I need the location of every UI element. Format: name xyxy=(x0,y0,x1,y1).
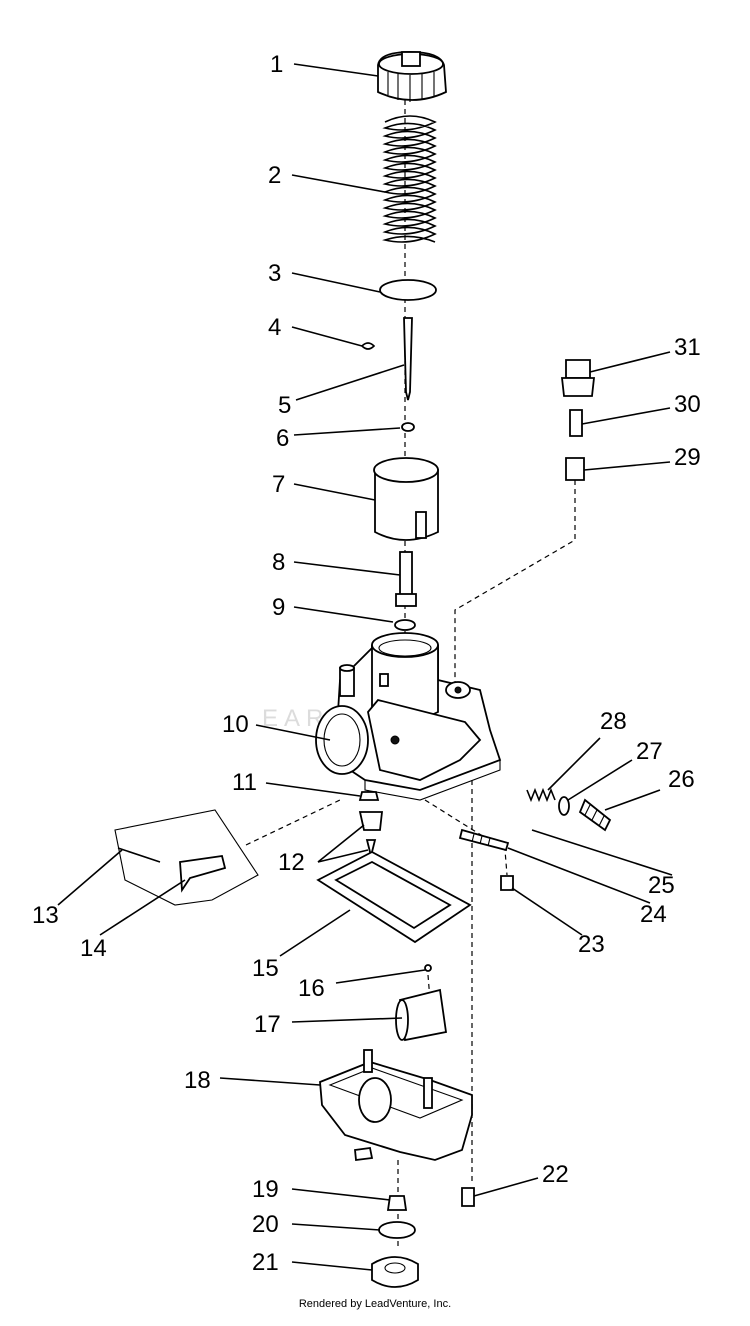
part-9-o-ring xyxy=(394,619,416,631)
part-28-spring xyxy=(526,787,556,803)
part-8-stud xyxy=(395,551,417,607)
callout-30: 30 xyxy=(674,391,701,418)
callout-28: 28 xyxy=(600,708,627,735)
part-30-adjuster xyxy=(569,409,583,437)
callout-13: 13 xyxy=(32,902,59,929)
part-26-idle-screw xyxy=(578,798,612,832)
part-24-25-pilot-screw xyxy=(458,828,510,852)
callout-23: 23 xyxy=(578,931,605,958)
part-22-screw xyxy=(461,1187,475,1207)
part-10-carburetor-body xyxy=(315,632,502,801)
part-29-cap xyxy=(565,457,585,481)
part-3-plate xyxy=(379,279,437,301)
part-11-jet xyxy=(358,791,380,801)
callout-9: 9 xyxy=(272,594,285,621)
callout-5: 5 xyxy=(278,392,291,419)
part-12-needle-valve xyxy=(358,811,384,857)
footer-credit: Rendered by LeadVenture, Inc. xyxy=(298,1298,452,1310)
part-4-clip xyxy=(361,342,376,350)
callout-26: 26 xyxy=(668,766,695,793)
callout-7: 7 xyxy=(272,471,285,498)
part-2-spring xyxy=(382,115,437,243)
callout-16: 16 xyxy=(298,975,325,1002)
part-17-float xyxy=(395,988,448,1042)
callout-labels: 1 2 3 4 5 6 7 8 9 10 11 12 13 14 15 16 1… xyxy=(32,51,701,1276)
callout-17: 17 xyxy=(254,1011,281,1038)
callout-18: 18 xyxy=(184,1067,211,1094)
part-21-drain-plug xyxy=(371,1256,419,1288)
callout-1: 1 xyxy=(270,51,283,78)
part-19-drain-screw xyxy=(386,1195,408,1211)
leader-lines xyxy=(57,63,673,1271)
callout-3: 3 xyxy=(268,260,281,287)
callout-2: 2 xyxy=(268,162,281,189)
callout-14: 14 xyxy=(80,935,107,962)
part-5-needle xyxy=(403,317,413,401)
callout-6: 6 xyxy=(276,425,289,452)
callout-25: 25 xyxy=(648,872,675,899)
part-31-nut xyxy=(560,359,596,397)
part-1-cap xyxy=(377,51,447,102)
callout-22: 22 xyxy=(542,1161,569,1188)
part-18-float-bowl xyxy=(319,1049,473,1162)
callout-20: 20 xyxy=(252,1211,279,1238)
part-27-washer xyxy=(558,796,570,816)
callout-11: 11 xyxy=(232,769,257,796)
callout-21: 21 xyxy=(252,1249,279,1276)
callout-27: 27 xyxy=(636,738,663,765)
callout-4: 4 xyxy=(268,314,281,341)
callout-19: 19 xyxy=(252,1176,279,1203)
part-15-gasket xyxy=(316,850,472,944)
callout-31: 31 xyxy=(674,334,701,361)
part-20-o-ring xyxy=(378,1221,416,1239)
part-7-throttle-slide xyxy=(373,457,439,541)
part-23-screw xyxy=(500,875,514,891)
callout-15: 15 xyxy=(252,955,279,982)
part-6-washer xyxy=(401,422,415,432)
callout-24: 24 xyxy=(640,901,667,928)
part-13-14-plate xyxy=(114,809,259,906)
part-16-pin xyxy=(424,964,432,972)
callout-10: 10 xyxy=(222,711,249,738)
callout-12: 12 xyxy=(278,849,305,876)
callout-29: 29 xyxy=(674,444,701,471)
callout-8: 8 xyxy=(272,549,285,576)
